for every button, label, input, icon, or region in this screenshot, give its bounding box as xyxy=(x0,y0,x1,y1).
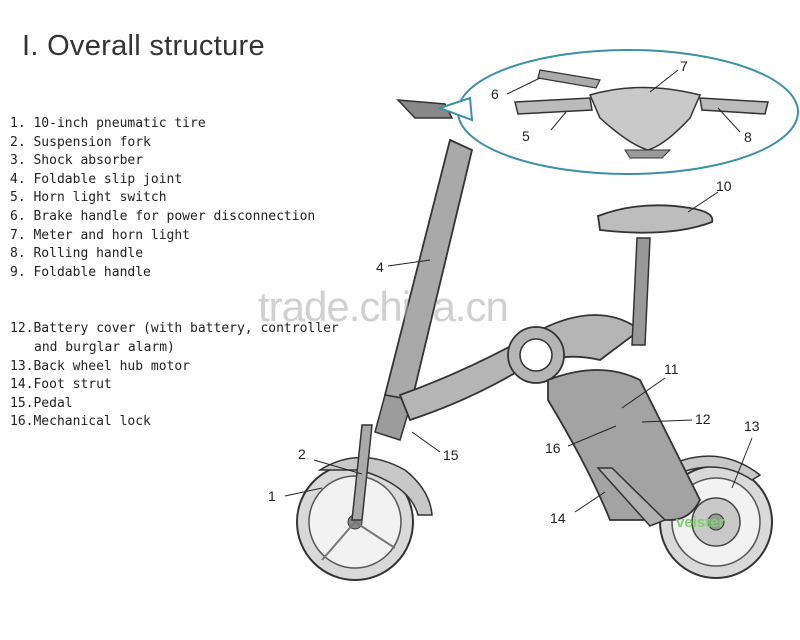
callout-1: 1 xyxy=(268,488,276,504)
handlebar-stem xyxy=(396,99,454,119)
page-title: I. Overall structure xyxy=(22,30,265,62)
steering-column xyxy=(383,138,474,402)
part-item-continued: and burglar alarm) xyxy=(34,339,175,355)
leader-lines xyxy=(284,69,753,513)
callout-4: 4 xyxy=(376,259,384,275)
seat-post xyxy=(631,237,651,346)
part-item: 3. Shock absorber xyxy=(10,153,144,169)
foot-strut xyxy=(596,467,667,527)
part-item: 14.Foot strut xyxy=(10,377,112,393)
part-item: 1. 10-inch pneumatic tire xyxy=(10,116,206,131)
front-wheel xyxy=(296,463,414,581)
part-item: 8. Rolling handle xyxy=(10,246,144,262)
part-item: 7. Meter and horn light xyxy=(10,227,191,243)
callout-13: 13 xyxy=(744,418,760,434)
callout-16: 16 xyxy=(545,440,561,456)
handlebar-detail xyxy=(514,69,769,159)
part-item: 15.Pedal xyxy=(10,395,73,411)
suspension-fork xyxy=(351,424,373,521)
frame-ring-hole xyxy=(519,338,553,372)
callout-2: 2 xyxy=(298,446,306,462)
callout-12: 12 xyxy=(695,411,711,427)
battery-body xyxy=(547,369,702,521)
part-item: 13.Back wheel hub motor xyxy=(10,358,191,374)
callout-15: 15 xyxy=(443,447,459,463)
callout-pointer xyxy=(437,96,474,122)
part-item: 2. Suspension fork xyxy=(10,134,151,150)
part-item: 4. Foldable slip joint xyxy=(10,171,183,187)
watermark: trade.china.cn xyxy=(258,283,509,330)
callout-11: 11 xyxy=(664,361,679,377)
brand-mark: veister xyxy=(676,514,725,531)
callout-8: 8 xyxy=(744,129,752,145)
callout-7: 7 xyxy=(680,58,688,74)
callout-6: 6 xyxy=(491,86,499,102)
rear-fender xyxy=(658,455,762,481)
part-item: 16.Mechanical lock xyxy=(10,414,151,430)
callout-5: 5 xyxy=(522,128,530,144)
callout-10: 10 xyxy=(716,178,732,194)
part-item: 6. Brake handle for power disconnection xyxy=(10,208,316,224)
part-item: 5. Horn light switch xyxy=(10,190,167,206)
callout-14: 14 xyxy=(550,510,566,526)
part-item: 12.Battery cover (with battery, controll… xyxy=(10,321,339,337)
part-item: 9. Foldable handle xyxy=(10,264,151,280)
seat xyxy=(597,204,714,234)
parts-list: 1. 10-inch pneumatic tire 2. Suspension … xyxy=(10,115,339,432)
